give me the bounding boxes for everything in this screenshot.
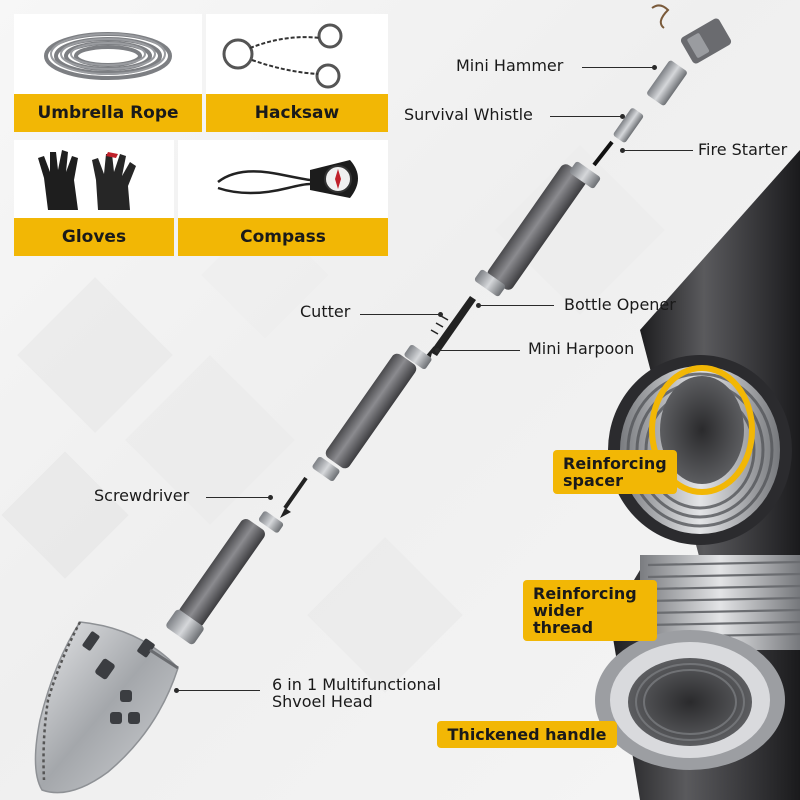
label-cutter: Cutter — [300, 302, 351, 321]
label-mini-harpoon: Mini Harpoon — [528, 339, 635, 358]
leader-dot — [435, 348, 440, 353]
gloves-icon — [38, 150, 136, 210]
compass-icon — [217, 160, 358, 198]
accessory-label-band: Compass — [178, 218, 388, 256]
leader-line-shovel-head — [176, 690, 260, 692]
accessory-label: Hacksaw — [254, 103, 340, 123]
tag-line: Reinforcing — [533, 584, 637, 603]
leader-dot — [620, 114, 625, 119]
leader-dot — [652, 65, 657, 70]
tag-thickened-handle: Thickened handle — [437, 721, 617, 748]
label-mini-hammer: Mini Hammer — [456, 56, 564, 75]
accessory-label: Umbrella Rope — [37, 103, 179, 123]
leader-line-harpoon — [438, 350, 520, 352]
tag-line: Reinforcing — [563, 454, 667, 473]
leader-line-whistle — [550, 116, 622, 118]
label-shovel-head-line2: Shvoel Head — [272, 692, 373, 711]
accessory-card-rope: Umbrella Rope — [14, 14, 202, 132]
shovel-assembly — [34, 4, 732, 794]
leader-dot — [268, 495, 273, 500]
accessory-card-compass: Compass — [178, 140, 388, 256]
tag-reinforcing-thread: Reinforcing wider thread — [523, 580, 657, 641]
accessory-card-gloves: Gloves — [14, 140, 174, 256]
tag-line: spacer — [563, 471, 623, 490]
label-screwdriver: Screwdriver — [94, 486, 190, 505]
label-bottle-opener: Bottle Opener — [564, 295, 676, 314]
leader-line-cutter — [360, 314, 440, 316]
accessory-label-band: Umbrella Rope — [14, 94, 202, 132]
wire-saw-icon — [222, 23, 343, 89]
handle-closeup — [595, 150, 800, 800]
leader-line-screwdriver — [206, 497, 270, 499]
leader-dot — [620, 148, 625, 153]
accessory-label: Compass — [240, 227, 326, 247]
accessory-card-hacksaw: Hacksaw — [206, 14, 388, 132]
leader-line-mini-hammer — [582, 67, 654, 69]
tag-line: wider thread — [533, 601, 594, 637]
leader-line-fire-starter — [623, 150, 693, 152]
label-shovel-head: 6 in 1 Multifunctional Shvoel Head — [272, 676, 441, 710]
accessory-label-band: Hacksaw — [206, 94, 388, 132]
leader-dot — [438, 312, 443, 317]
label-fire-starter: Fire Starter — [698, 140, 788, 159]
accessory-label-band: Gloves — [14, 218, 174, 256]
leader-line-bottle-opener — [478, 305, 554, 307]
rope-coil-icon — [44, 32, 172, 80]
label-shovel-head-line1: 6 in 1 Multifunctional — [272, 675, 441, 694]
leader-dot — [476, 303, 481, 308]
accessory-label: Gloves — [61, 227, 127, 247]
tag-reinforcing-spacer: Reinforcing spacer — [553, 450, 677, 494]
label-survival-whistle: Survival Whistle — [404, 105, 533, 124]
tag-line: Thickened handle — [447, 725, 607, 744]
leader-dot — [174, 688, 179, 693]
